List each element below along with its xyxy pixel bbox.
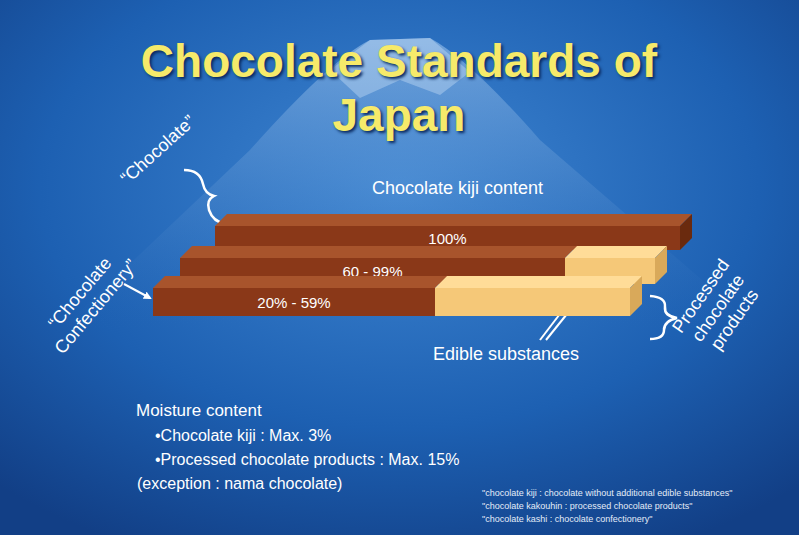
bar-face <box>215 214 692 226</box>
content-bar: 20% - 59% <box>153 276 642 316</box>
bar-percentage: 20% - 59% <box>153 288 435 316</box>
content-bar: 100% <box>215 214 692 250</box>
note-item: (exception : nama chocolate) <box>137 475 342 493</box>
footnote: "chocolate kakouhin : processed chocolat… <box>482 501 693 511</box>
bar-face <box>153 288 435 316</box>
diagram-title: Chocolate Standards of Japan <box>119 34 679 142</box>
category-label: “Chocolate” <box>110 106 206 195</box>
bar-face <box>180 246 577 258</box>
bar-shape <box>153 276 642 316</box>
note-item: •Chocolate kiji : Max. 3% <box>155 427 331 445</box>
callout-label: Edible substances <box>433 344 579 365</box>
category-label: Processed chocolate products <box>655 237 780 379</box>
axis-heading: Chocolate kiji content <box>372 178 543 199</box>
bar-face <box>153 276 447 288</box>
bracket <box>184 170 226 224</box>
bar-face <box>680 214 692 250</box>
category-label: “Chocolate Confectionery” <box>27 233 149 367</box>
footnote: "chocolate kashi : chocolate confectione… <box>482 514 653 524</box>
bar-face <box>565 246 667 258</box>
note-item: •Processed chocolate products : Max. 15% <box>155 451 459 469</box>
bar-face <box>655 246 667 284</box>
pointer-arrow <box>124 284 150 298</box>
footnote: "chocolate kiji : chocolate without addi… <box>482 488 733 498</box>
note-heading: Moisture content <box>136 401 262 421</box>
bar-face <box>630 276 642 316</box>
bar-face <box>435 288 630 316</box>
bar-face <box>435 276 642 288</box>
